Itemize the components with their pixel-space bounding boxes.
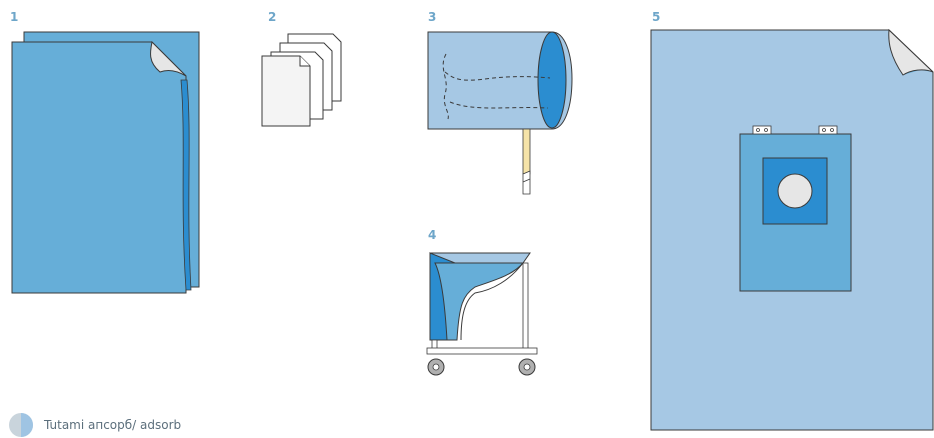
- drape-sheets-icon: [0, 0, 210, 300]
- absorbent-legend-icon: [8, 412, 34, 438]
- paper-towels-icon: [255, 28, 350, 133]
- item-number-2: 2: [268, 10, 276, 24]
- item-number-4: 4: [428, 228, 436, 242]
- legend: Tutami апсорб/ adsorb: [8, 412, 181, 438]
- surgical-drape-icon: [645, 24, 934, 430]
- item-number-5: 5: [652, 10, 660, 24]
- leg-cover-icon: [420, 24, 580, 204]
- item-number-3: 3: [428, 10, 436, 24]
- instrument-table-cover-icon: [415, 245, 565, 380]
